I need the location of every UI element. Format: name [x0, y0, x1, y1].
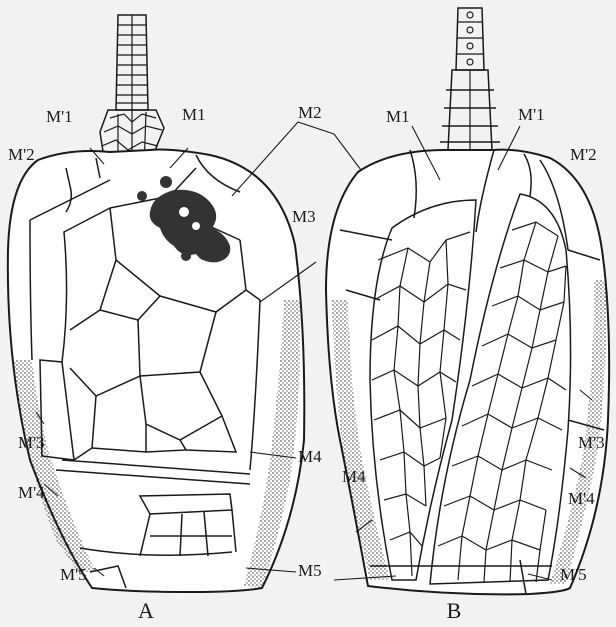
label-a-m1p: M'1 — [46, 107, 73, 126]
label-b-m5p: M'5 — [560, 565, 587, 584]
specimen-a: M'1 M1 M'2 M2 M3 M'3 M'4 M4 M'5 M5 A — [8, 15, 382, 623]
panel-label-b: B — [447, 598, 462, 623]
label-b-m1: M1 — [386, 107, 410, 126]
label-a-m2: M2 — [298, 103, 322, 122]
label-a-m5p: M'5 — [60, 565, 87, 584]
label-a-m4p: M'4 — [18, 483, 45, 502]
specimen-b: M1 M'1 M'2 M4 M'3 M'4 M'5 B — [326, 8, 609, 623]
label-b-m4p: M'4 — [568, 489, 595, 508]
label-b-m3p: M'3 — [578, 433, 605, 452]
label-a-m2p: M'2 — [8, 145, 35, 164]
label-a-m5: M5 — [298, 561, 322, 580]
label-a-m4: M4 — [298, 447, 322, 466]
label-a-m1: M1 — [182, 105, 206, 124]
label-b-m2p: M'2 — [570, 145, 597, 164]
aulacophore-b — [440, 8, 500, 150]
label-b-m4: M4 — [342, 467, 366, 486]
label-a-m3: M3 — [292, 207, 316, 226]
aulacophore-a — [100, 15, 164, 170]
label-b-m1p: M'1 — [518, 105, 545, 124]
label-a-m3p: M'3 — [18, 433, 45, 452]
panel-label-a: A — [138, 598, 154, 623]
